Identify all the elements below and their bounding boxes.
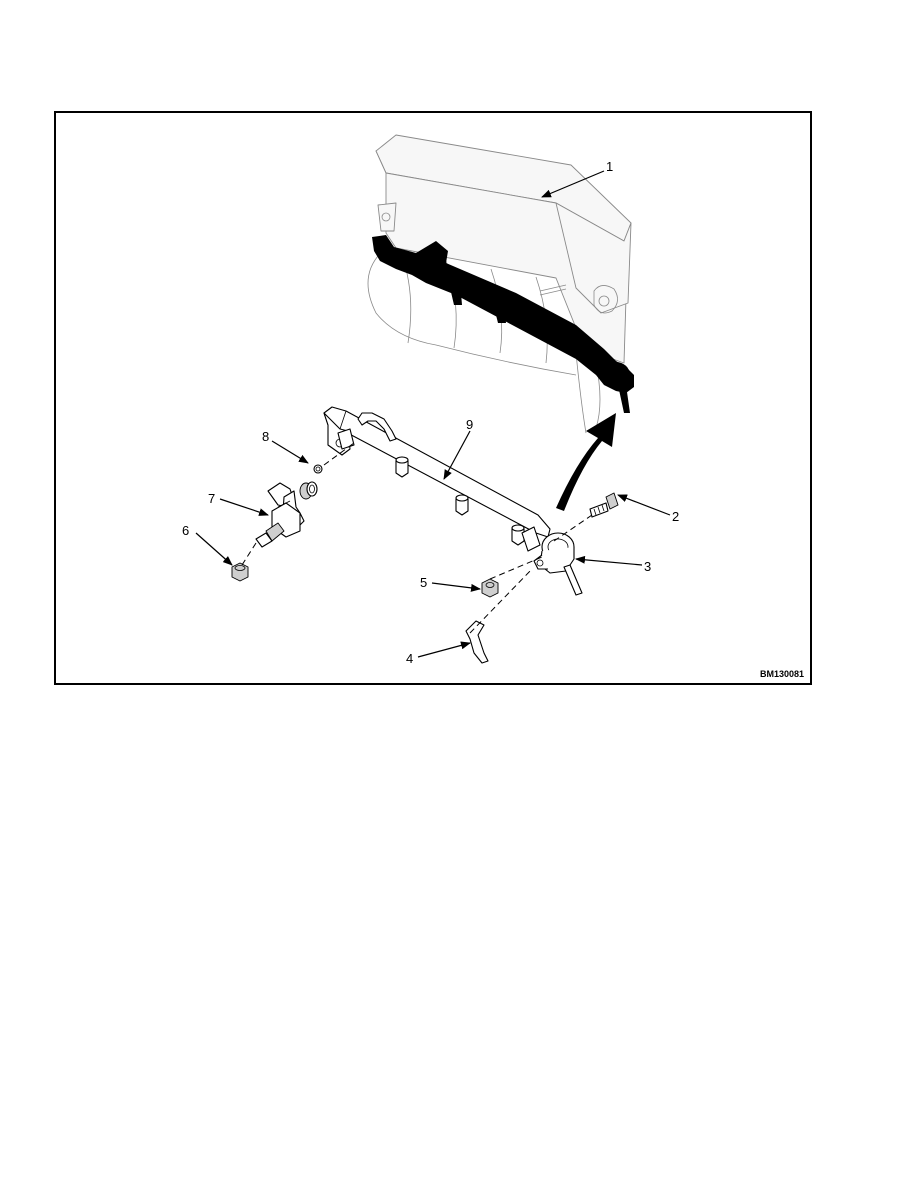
callout-8: 8 <box>262 429 269 444</box>
callout-leaders <box>195 170 671 658</box>
pressure-regulator <box>533 532 583 596</box>
o-rings <box>299 464 323 500</box>
callout-1: 1 <box>606 159 613 174</box>
callout-4: 4 <box>406 651 413 666</box>
fuel-rail <box>323 406 551 552</box>
nut <box>481 578 499 598</box>
callout-7: 7 <box>208 491 215 506</box>
callout-5: 5 <box>420 575 427 590</box>
bolt <box>589 492 619 518</box>
vacuum-hose <box>465 620 489 664</box>
callout-6: 6 <box>182 523 189 538</box>
callout-3: 3 <box>644 559 651 574</box>
callout-9: 9 <box>466 417 473 432</box>
installed-fuel-rail-silhouette <box>372 235 634 413</box>
intake-manifold <box>367 134 632 434</box>
alignment-lines <box>241 442 593 634</box>
figure-code: BM130081 <box>760 669 804 679</box>
figure-frame: 1 2 3 4 5 6 7 8 9 BM130081 <box>54 111 812 685</box>
fuel-injector <box>255 482 305 548</box>
callout-labels: 1 2 3 4 5 6 7 8 9 <box>182 159 679 666</box>
lower-o-ring <box>231 562 249 582</box>
callout-2: 2 <box>672 509 679 524</box>
exploded-view-diagram: 1 2 3 4 5 6 7 8 9 BM130081 <box>182 134 804 679</box>
installation-direction-arrow <box>556 413 616 511</box>
